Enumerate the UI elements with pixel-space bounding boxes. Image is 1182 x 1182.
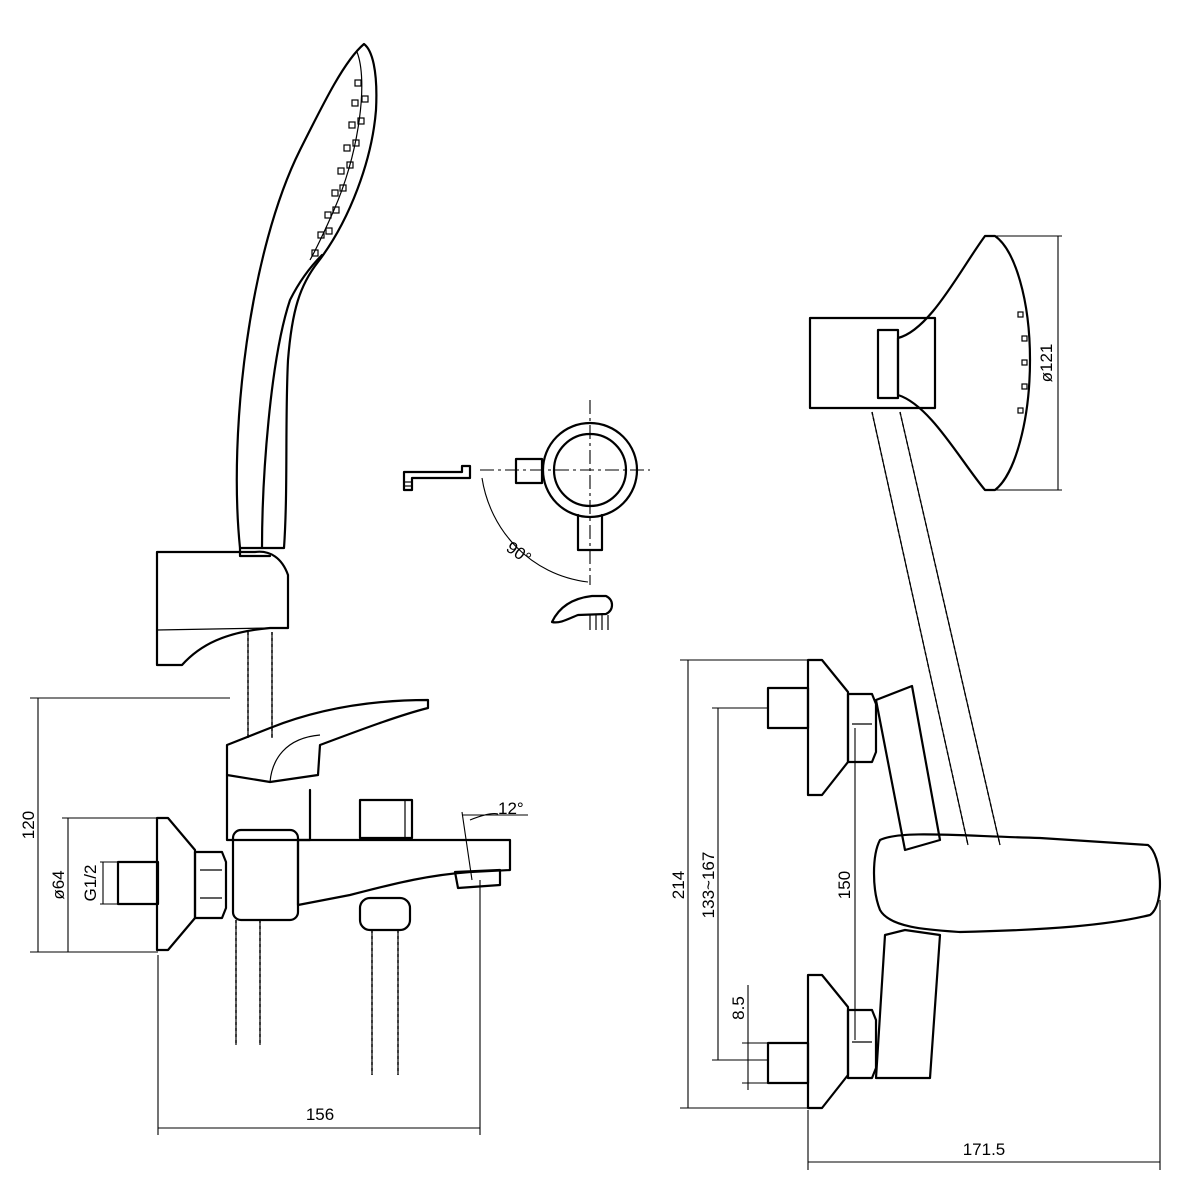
- dimension-dia64: ø64: [49, 817, 158, 952]
- label-156: 156: [306, 1105, 334, 1124]
- dimension-214: 214: [669, 659, 808, 1109]
- dimension-150: 150: [835, 728, 856, 1040]
- dimension-8-5: 8.5: [729, 985, 768, 1090]
- label-dia64: ø64: [49, 870, 68, 899]
- label-90deg: 90°: [503, 538, 535, 568]
- hose-diagonal: [871, 411, 1001, 846]
- hose-lower: [235, 896, 412, 1075]
- hand-shower: [235, 42, 378, 550]
- mixer-lever: [225, 698, 430, 784]
- shower-head-side: [808, 234, 1032, 492]
- shower-holder: [155, 546, 290, 667]
- dimension-156: 156: [157, 880, 481, 1135]
- label-171-5: 171.5: [963, 1140, 1006, 1159]
- dimension-171-5: 171.5: [807, 900, 1161, 1170]
- rotation-detail: 90°: [402, 400, 650, 630]
- dimension-120: 120: [19, 697, 230, 953]
- label-133-167: 133~167: [699, 852, 718, 919]
- spray-nozzles: [311, 79, 369, 257]
- right-side-view: ø121: [669, 234, 1161, 1170]
- label-8-5: 8.5: [729, 996, 748, 1020]
- dimension-12deg: 12°: [461, 799, 528, 881]
- mixer-body: [225, 773, 512, 922]
- dimension-dia121: ø121: [990, 235, 1062, 491]
- label-dia121: ø121: [1037, 344, 1056, 383]
- hose-upper: [247, 632, 273, 738]
- label-12deg: 12°: [498, 799, 524, 818]
- lower-connection: [766, 973, 878, 1110]
- label-120: 120: [19, 811, 38, 839]
- left-mixer-view: 156 120 ø64 G1/2 12°: [19, 42, 528, 1135]
- dimension-133-167: 133~167: [699, 707, 768, 1061]
- label-214: 214: [669, 871, 688, 899]
- label-150: 150: [835, 871, 854, 899]
- upper-connection: [766, 658, 878, 797]
- label-g12: G1/2: [81, 865, 100, 902]
- dimension-g12: G1/2: [81, 861, 118, 905]
- wall-connection: [116, 816, 228, 952]
- head-nozzles: [1017, 311, 1028, 414]
- mixer-body-side: [872, 684, 1161, 1080]
